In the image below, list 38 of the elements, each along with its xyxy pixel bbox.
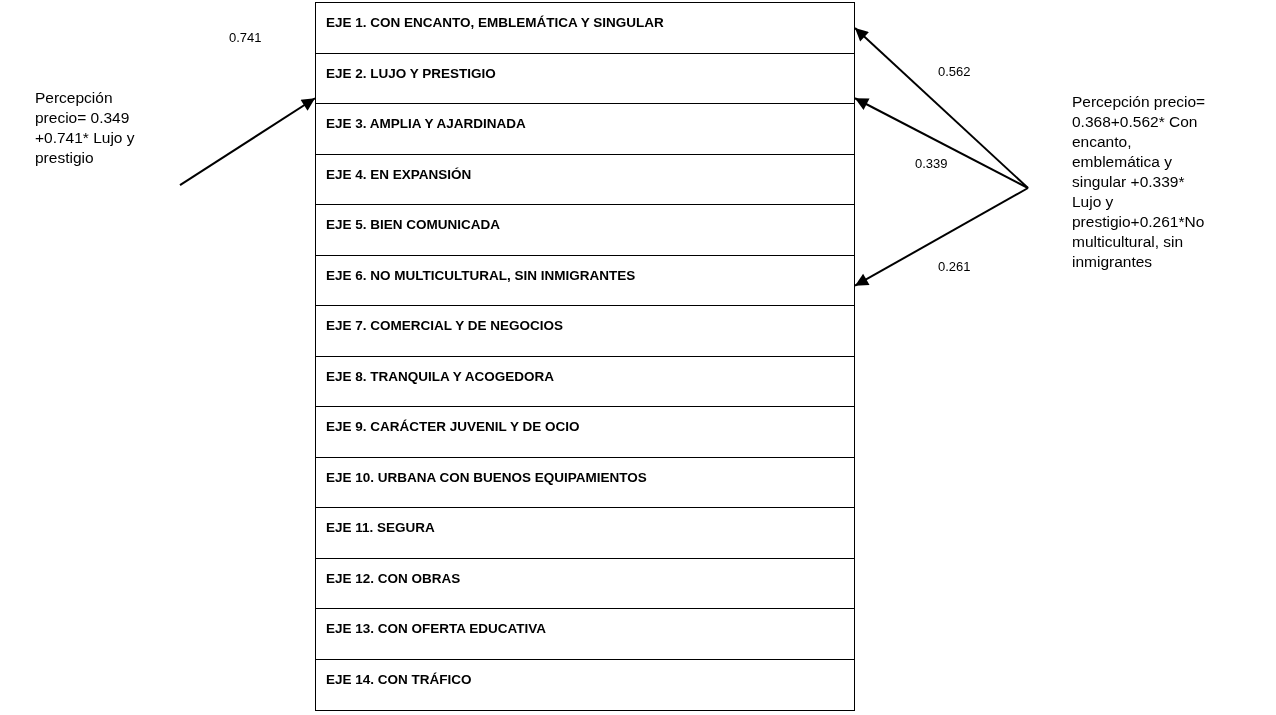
regression-equation: Percepción precio= 0.368+0.562* Con encanto, emblemática y singular +0.339* Lujo y prestigio+0.261*No multicultural, sin inmigrantes [1072, 92, 1207, 272]
axis-row [315, 153, 855, 206]
axis-row [315, 507, 855, 559]
axis-label: EJE 6. NO MULTICULTURAL, SIN INMIGRANTES [326, 267, 636, 283]
arrow [854, 97, 1029, 189]
coefficient-label: 0.741 [228, 30, 263, 45]
axis-row [315, 406, 855, 458]
arrow [179, 97, 316, 187]
axis-label: EJE 12. CON OBRAS [326, 570, 461, 586]
axis-row [315, 557, 855, 610]
axis-label: EJE 5. BIEN COMUNICADA [326, 217, 501, 232]
axis-label: EJE 4. EN EXPANSIÓN [326, 166, 472, 182]
axis-label: EJE 10. URBANA CON BUENOS EQUIPAMIENTOS [326, 469, 647, 485]
edge-label: 0.261 [937, 259, 972, 274]
edge-label: 0.339 [914, 156, 949, 171]
axis-row [315, 103, 855, 155]
axis-row [315, 305, 855, 357]
axis-label: EJE 11. SEGURA [326, 520, 435, 535]
axis-row [315, 355, 855, 408]
axis-row [315, 608, 855, 660]
edge-label: 0.562 [937, 64, 972, 79]
axis-label: EJE 14. CON TRÁFICO [326, 671, 472, 687]
axis-row [315, 456, 855, 509]
axis-row [315, 658, 855, 711]
axis-row [315, 52, 855, 105]
arrow [854, 27, 1029, 189]
axis-label: EJE 3. AMPLIA Y AJARDINADA [326, 116, 526, 131]
axis-label: EJE 2. LUJO Y PRESTIGIO [326, 65, 496, 81]
axis-label: EJE 9. CARÁCTER JUVENIL Y DE OCIO [326, 419, 580, 434]
axis-label: EJE 7. COMERCIAL Y DE NEGOCIOS [326, 318, 564, 333]
axis-row [315, 254, 855, 307]
axis-label: EJE 8. TRANQUILA Y ACOGEDORA [326, 368, 555, 384]
axis-label: EJE 1. CON ENCANTO, EMBLEMÁTICA Y SINGULAR [326, 15, 664, 30]
regression-equation: Percepción precio= 0.349 +0.741* Lujo y prestigio [35, 88, 136, 168]
axis-label: EJE 13. CON OFERTA EDUCATIVA [326, 621, 547, 636]
arrow [854, 187, 1029, 287]
axis-row [315, 2, 855, 54]
axis-row [315, 204, 855, 256]
